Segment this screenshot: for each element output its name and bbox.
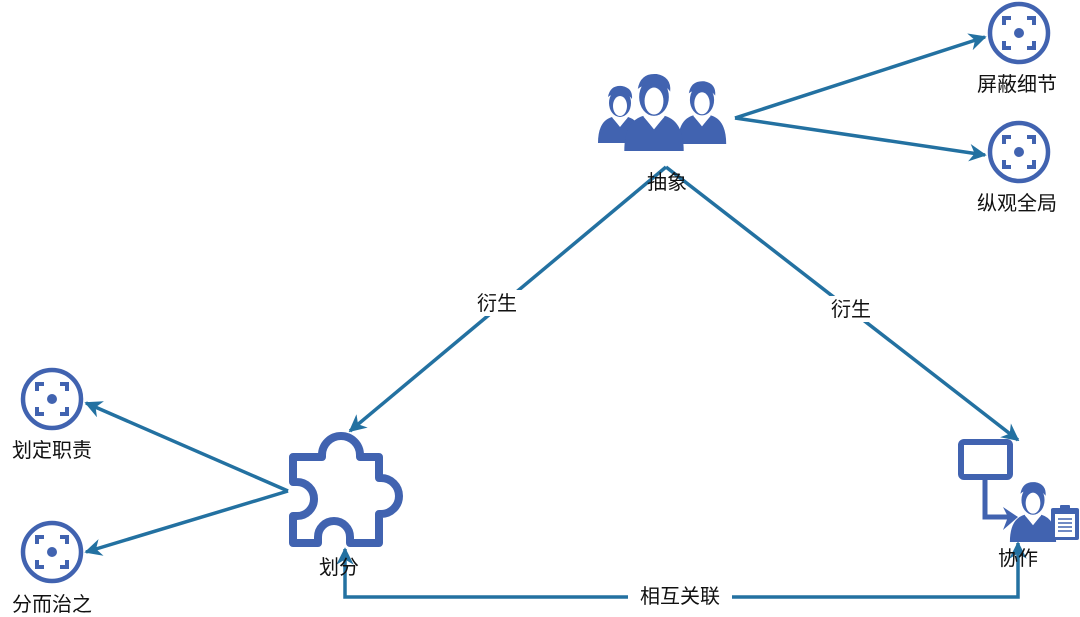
- node-label-collaborate: 协作: [998, 546, 1038, 570]
- focus-icon: [23, 370, 81, 428]
- edge-abstract-overview: [734, 116, 987, 162]
- node-label-hide-details: 屏蔽细节: [977, 72, 1057, 96]
- edge-label-mutual: 相互关联: [640, 584, 720, 608]
- node-label-responsibility: 划定职责: [12, 438, 92, 462]
- collaboration-icon: [958, 439, 1079, 544]
- focus-icon: [23, 523, 81, 581]
- edge-divide-divide-conquer: [84, 489, 289, 556]
- focus-icon: [990, 123, 1048, 181]
- node-label-divide: 划分: [319, 555, 359, 579]
- node-label-divide-conquer: 分而治之: [12, 592, 92, 616]
- puzzle-icon: [289, 432, 403, 547]
- node-label-overview: 纵观全局: [977, 191, 1057, 215]
- edge-label-derive-left: 衍生: [477, 291, 517, 315]
- edge-abstract-hide-details: [734, 33, 987, 120]
- edge-divide-responsibility: [84, 401, 289, 493]
- node-label-abstract: 抽象: [647, 170, 687, 194]
- edge-label-derive-right: 衍生: [831, 297, 871, 321]
- people-group-icon: [597, 72, 728, 153]
- focus-icon: [990, 4, 1048, 62]
